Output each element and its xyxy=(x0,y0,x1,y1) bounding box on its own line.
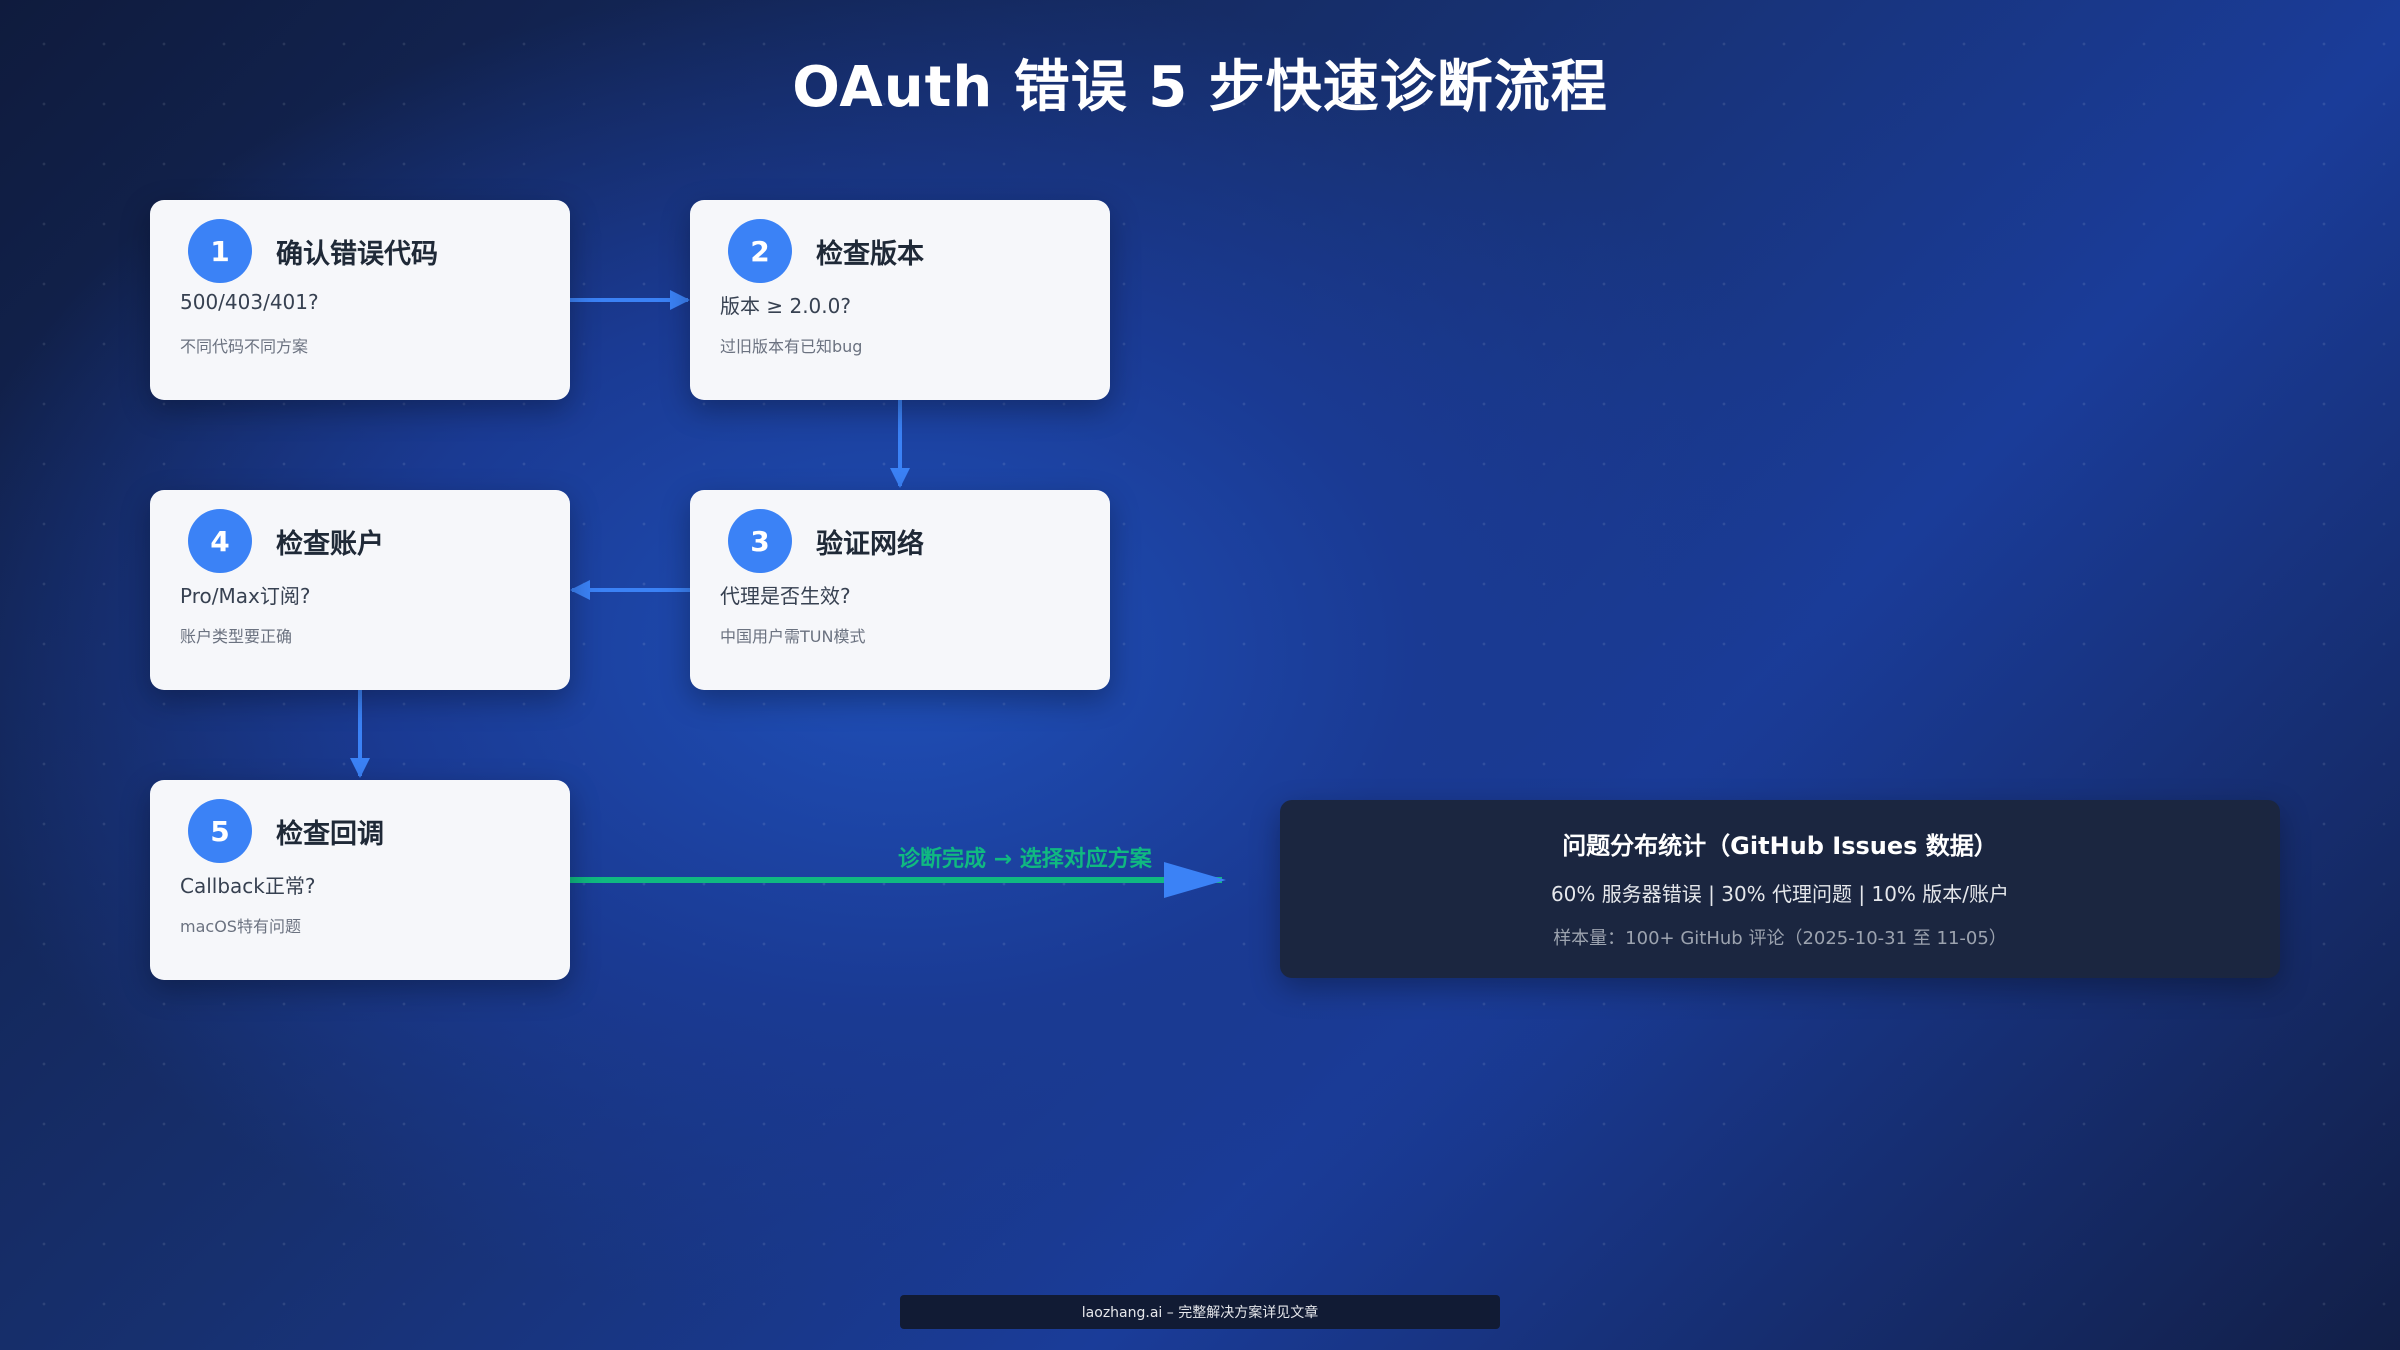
step-card-5: 5 检查回调 Callback正常? macOS特有问题 xyxy=(150,780,570,980)
step-card-4: 4 检查账户 Pro/Max订阅? 账户类型要正确 xyxy=(150,490,570,690)
stats-distribution: 60% 服务器错误 | 30% 代理问题 | 10% 版本/账户 xyxy=(1550,882,2010,906)
step-note: 中国用户需TUN模式 xyxy=(720,627,866,646)
step-title: 检查回调 xyxy=(276,819,384,850)
step-question: Pro/Max订阅? xyxy=(180,584,311,608)
footer-banner: laozhang.ai – 完整解决方案详见文章 xyxy=(900,1295,1500,1329)
stats-sample-size: 样本量：100+ GitHub 评论（2025-10-31 至 11-05） xyxy=(1553,928,2007,949)
step-card-1: 1 确认错误代码 500/403/401? 不同代码不同方案 xyxy=(150,200,570,400)
step-card-2: 2 检查版本 版本 ≥ 2.0.0? 过旧版本有已知bug xyxy=(690,200,1110,400)
step-note: macOS特有问题 xyxy=(180,917,301,936)
page-title: OAuth 错误 5 步快速诊断流程 xyxy=(792,55,1608,120)
step-question: 500/403/401? xyxy=(180,290,319,314)
arrow-done-head xyxy=(1164,862,1226,898)
step-question: 代理是否生效? xyxy=(720,584,851,608)
step-question: 版本 ≥ 2.0.0? xyxy=(720,294,851,318)
step-note: 账户类型要正确 xyxy=(180,627,293,646)
step-number-badge: 4 xyxy=(188,509,252,573)
step-number-badge: 1 xyxy=(188,219,252,283)
step-number-badge: 5 xyxy=(188,799,252,863)
step-number-badge: 2 xyxy=(728,219,792,283)
step-note: 不同代码不同方案 xyxy=(180,337,309,356)
step-note: 过旧版本有已知bug xyxy=(720,337,863,356)
diagnosis-complete-label: 诊断完成 → 选择对应方案 xyxy=(898,847,1152,872)
step-title: 检查版本 xyxy=(816,239,924,270)
step-title: 确认错误代码 xyxy=(276,239,438,270)
step-card-3: 3 验证网络 代理是否生效? 中国用户需TUN模式 xyxy=(690,490,1110,690)
step-title: 检查账户 xyxy=(276,529,384,560)
step-question: Callback正常? xyxy=(180,874,316,898)
stats-title: 问题分布统计（GitHub Issues 数据） xyxy=(1562,832,1998,860)
step-title: 验证网络 xyxy=(816,529,924,560)
step-number-badge: 3 xyxy=(728,509,792,573)
stats-panel: 问题分布统计（GitHub Issues 数据） 60% 服务器错误 | 30%… xyxy=(1280,800,2280,978)
